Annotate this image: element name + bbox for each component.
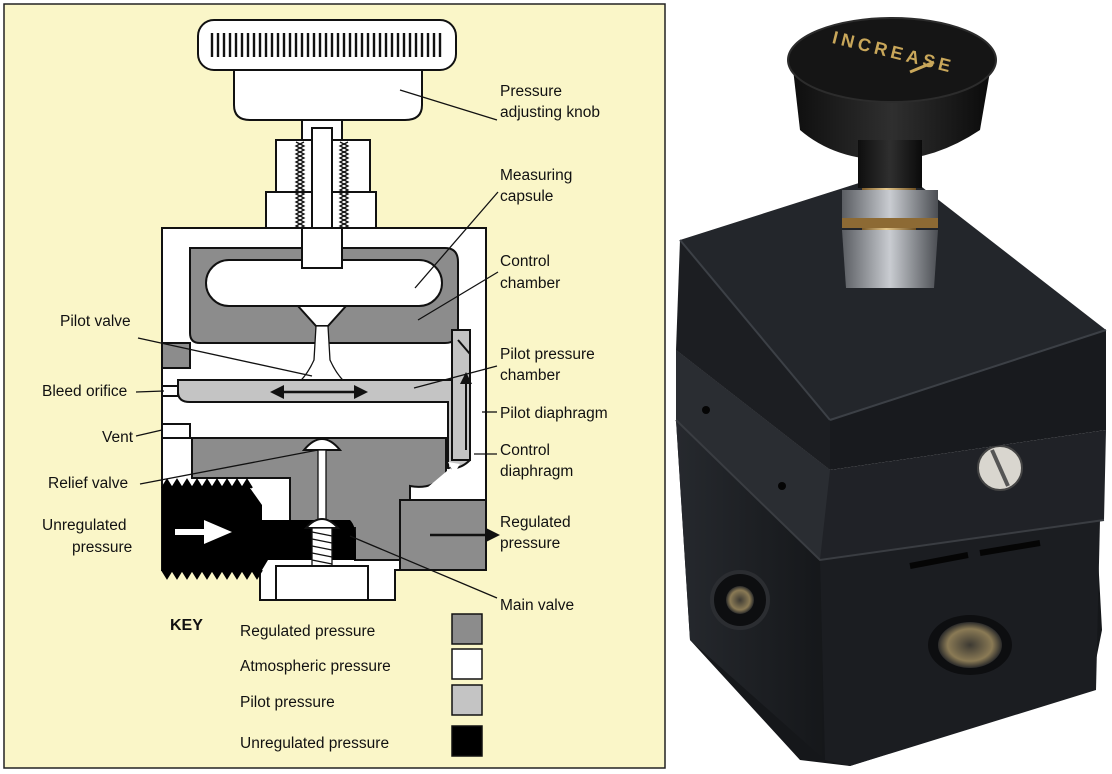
legend-title: KEY: [170, 617, 203, 634]
legend-item-label: Atmospheric pressure: [240, 658, 391, 675]
label-main-valve: Main valve: [500, 597, 574, 614]
label-regulated-pressure-1: Regulated: [500, 514, 571, 531]
product-photo: INCREASE: [675, 17, 1107, 766]
inlet-threads: [161, 478, 263, 580]
label-pilot-pressure-chamber-1: Pilot pressure: [500, 346, 595, 363]
label-bleed-orifice: Bleed orifice: [42, 383, 127, 400]
label-vent: Vent: [102, 429, 134, 446]
label-unregulated-pressure-2: pressure: [72, 539, 132, 556]
legend-item: Regulated pressure: [240, 613, 483, 645]
inlet-unregulated-area: [162, 488, 356, 570]
legend-swatch: [451, 648, 483, 680]
label-pilot-diaphragm: Pilot diaphragm: [500, 405, 608, 422]
legend-item: Unregulated pressure: [240, 725, 483, 757]
adjusting-knob-drawing: [197, 19, 457, 121]
legend-swatch: [451, 613, 483, 645]
adjusting-stem: [842, 178, 938, 288]
label-control-chamber-2: chamber: [500, 275, 560, 292]
label-pressure-adjusting-knob-2: adjusting knob: [500, 104, 600, 121]
knob-ridges: [210, 33, 442, 57]
photo-knob: INCREASE: [787, 17, 997, 188]
legend-item: Atmospheric pressure: [240, 648, 483, 680]
part-labels: Pressure adjusting knob Measuring capsul…: [42, 83, 608, 614]
label-regulated-pressure-2: pressure: [500, 535, 560, 552]
label-control-diaphragm-2: diaphragm: [500, 463, 573, 480]
leader-lines: [135, 89, 499, 599]
label-pressure-adjusting-knob-1: Pressure: [500, 83, 562, 100]
middle-band: [675, 350, 1106, 562]
legend-item-label: Unregulated pressure: [240, 735, 389, 752]
legend-swatch: [451, 684, 483, 716]
legend-swatch: [451, 725, 483, 757]
label-pilot-pressure-chamber-2: chamber: [500, 367, 560, 384]
label-control-chamber-1: Control: [500, 253, 550, 270]
label-pilot-valve: Pilot valve: [60, 313, 131, 330]
label-unregulated-pressure-1: Unregulated: [42, 517, 126, 534]
cutaway-diagram-panel: Pressure adjusting knob Measuring capsul…: [3, 3, 666, 769]
label-measuring-capsule-2: capsule: [500, 188, 553, 205]
lower-block: [676, 420, 1102, 766]
regulator-body-drawing: [161, 227, 487, 601]
legend-item: Pilot pressure: [240, 684, 483, 716]
legend-item-label: Pilot pressure: [240, 694, 335, 711]
legend-item-label: Regulated pressure: [240, 623, 375, 640]
flow-arrows: [175, 339, 500, 544]
label-measuring-capsule-1: Measuring: [500, 167, 572, 184]
top-block: [676, 170, 1107, 470]
label-relief-valve: Relief valve: [48, 475, 128, 492]
label-control-diaphragm-1: Control: [500, 442, 550, 459]
